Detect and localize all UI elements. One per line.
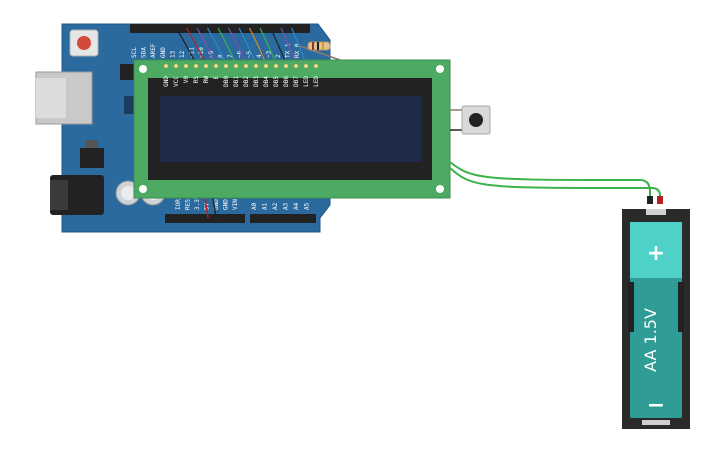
analog-label: A1 [262,202,269,210]
mount-hole [139,65,147,73]
power-label: 5V [204,202,211,210]
lcd-pin[interactable] [293,63,299,69]
analog-label: A4 [293,202,300,210]
header-label: 12 [179,50,186,58]
lcd-pin-label: RW [203,76,210,84]
lcd-pin-label: LED [303,76,310,87]
lcd-pin[interactable] [173,63,179,69]
power-label: VIN [232,199,239,210]
header-label: AREF [150,43,157,58]
header-label: 8 [217,54,224,58]
header-label: RX 0 [294,43,301,58]
analog-label: A2 [272,202,279,210]
analog-header[interactable] [250,214,316,223]
power-label: IOREF [175,192,182,210]
header-label: ~11 [189,47,196,58]
battery-wires [449,161,663,204]
power-label: 3.3V [194,195,201,210]
lcd-pin[interactable] [243,63,249,69]
header-label: ~6 [237,50,244,58]
lcd-pin-label: DB2 [243,76,250,87]
push-button[interactable] [450,105,491,135]
header-label: 13 [169,50,176,58]
header-label: 4 [256,54,263,58]
lcd-pin[interactable] [233,63,239,69]
lcd-pin[interactable] [313,63,319,69]
lcd-pin[interactable] [263,63,269,69]
lcd-pin-label: LED [313,76,320,87]
analog-label: A3 [283,202,290,210]
lcd-pin[interactable] [213,63,219,69]
power-wire [212,197,217,219]
lcd-pin[interactable] [283,63,289,69]
header-label: ~3 [265,50,272,58]
mount-hole [436,65,444,73]
lcd-pin-label: DB6 [283,76,290,87]
lcd-pin[interactable] [253,63,259,69]
analog-label: A0 [251,202,258,210]
power-header[interactable] [165,214,245,223]
mount-hole [139,185,147,193]
lcd-pin-label: DB4 [263,76,270,87]
lcd-pin[interactable] [223,63,229,69]
lcd-pin[interactable] [273,63,279,69]
battery-label: AA 1.5V [641,308,660,372]
lcd-pin-label: VCC [173,76,180,87]
battery-cap [630,222,682,278]
lcd-pin[interactable] [203,63,209,69]
voltage-regulator [80,148,104,168]
lcd-pin-label: V0 [183,76,190,84]
header-label: SCL [131,47,138,58]
mount-hole [436,185,444,193]
lcd-pin-label: DB0 [223,76,230,87]
lcd-pin-label: DB7 [293,76,300,87]
digital-header[interactable] [130,24,310,33]
lcd-pin-label: GND [163,76,170,87]
lcd-screen [160,96,422,162]
power-wire [204,197,209,219]
header-label: 7 [227,54,234,58]
resistor[interactable] [299,41,341,61]
power-label: RESET [185,192,192,210]
lcd-pin-label: DB5 [273,76,280,87]
header-label: ~5 [246,50,253,58]
power-label: GND [213,199,220,210]
lcd-pin-label: DB1 [233,76,240,87]
battery-holder[interactable]: + − AA 1.5V [622,209,690,429]
lcd-pin[interactable] [193,63,199,69]
header-label: GND [160,47,167,58]
header-label: TX 1 [285,43,292,58]
battery-plus-sign: + [647,241,665,266]
lcd-pin-label: DB3 [253,76,260,87]
header-label: SDA [141,47,148,58]
lcd-pin[interactable] [183,63,189,69]
lcd-pin-label: RS [193,76,200,84]
lcd-pin-label: E [213,76,220,80]
lcd-pin[interactable] [163,63,169,69]
analog-label: A5 [304,202,311,210]
lcd-pin[interactable] [303,63,309,69]
power-label: GND [223,199,230,210]
header-label: 2 [275,54,282,58]
battery-minus-sign: − [647,393,665,418]
header-label: ~10 [198,47,205,58]
